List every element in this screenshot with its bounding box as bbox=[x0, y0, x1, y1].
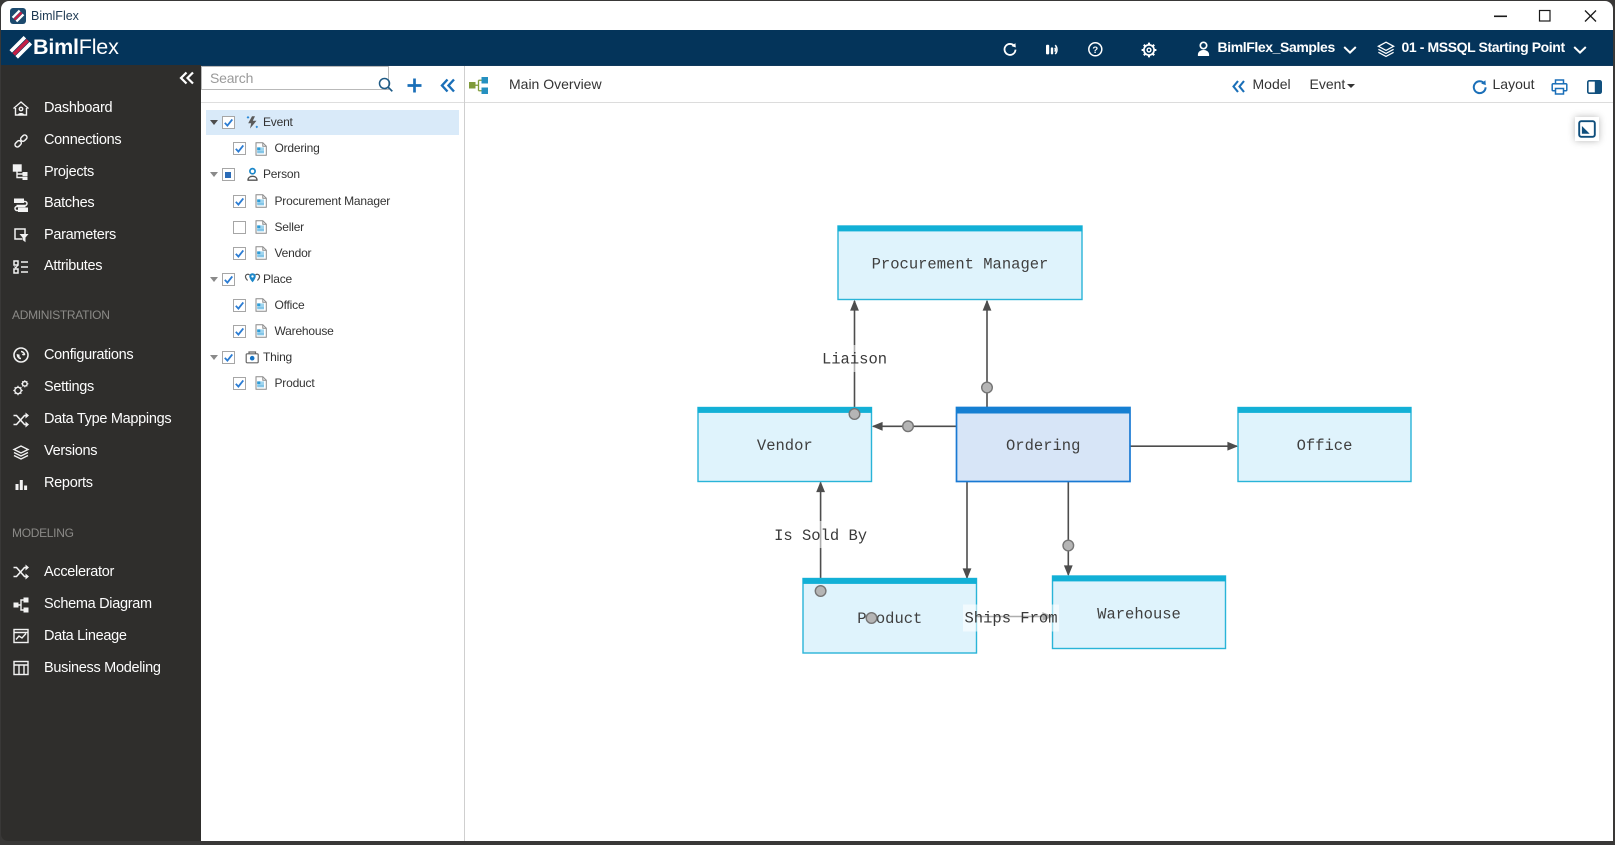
svg-text:Liaison: Liaison bbox=[822, 351, 887, 369]
svg-text:Vendor: Vendor bbox=[757, 437, 813, 455]
svg-text:Ordering: Ordering bbox=[1006, 437, 1080, 455]
svg-text:Ships From: Ships From bbox=[964, 610, 1057, 628]
svg-text:Warehouse: Warehouse bbox=[1097, 606, 1181, 624]
svg-text:Procurement Manager: Procurement Manager bbox=[872, 256, 1049, 274]
svg-text:?: ? bbox=[1092, 45, 1098, 56]
svg-text:Is Sold By: Is Sold By bbox=[774, 527, 867, 545]
svg-text:Office: Office bbox=[1297, 437, 1353, 455]
